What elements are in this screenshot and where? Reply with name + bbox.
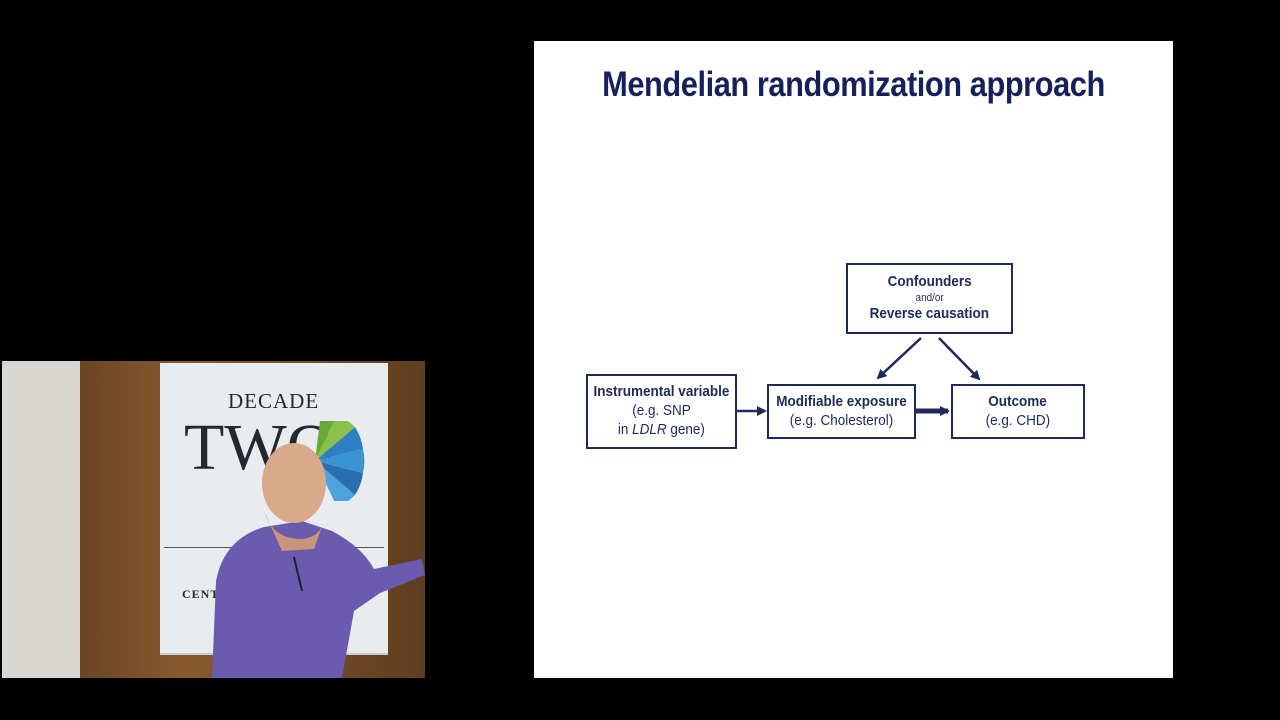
instrumental-variable-box: Instrumental variable (e.g. SNP in LDLR … <box>586 374 737 449</box>
banner-decade-text: DECADE <box>228 389 320 413</box>
modifiable-exposure-box: Modifiable exposure (e.g. Cholesterol) <box>767 384 916 439</box>
outcome-label: Outcome <box>988 392 1048 410</box>
outcome-box: Outcome (e.g. CHD) <box>951 384 1085 439</box>
gene-name: LDLR <box>632 420 667 438</box>
speaker-video: DECADE TWO CENTR <box>2 361 425 678</box>
instrument-prefix: in <box>617 420 633 438</box>
reverse-causation-label: Reverse causation <box>869 305 990 323</box>
instrument-example-line1: (e.g. SNP <box>632 402 691 420</box>
instrumental-variable-label: Instrumental variable <box>593 383 730 401</box>
arrow-confounders-to-exposure <box>876 337 922 380</box>
outcome-example: (e.g. CHD) <box>985 411 1051 429</box>
speaker-figure <box>212 443 425 678</box>
confounders-label: Confounders <box>887 272 972 290</box>
exposure-example: (e.g. Cholesterol) <box>789 411 894 429</box>
arrow-confounders-to-outcome <box>938 337 981 381</box>
exposure-label: Modifiable exposure <box>776 392 907 410</box>
slide-title: Mendelian randomization approach <box>602 65 1105 104</box>
confounders-box: Confounders and/or Reverse causation <box>846 263 1013 334</box>
wall <box>2 361 80 678</box>
diagram-arrows <box>737 337 981 416</box>
instrument-example-line2: in LDLR gene) <box>618 421 705 440</box>
confounders-andor: and/or <box>915 291 944 304</box>
instrument-suffix: gene) <box>666 420 706 438</box>
fan-logo-icon <box>315 421 365 501</box>
presentation-slide: Mendelian randomization approach Confoun… <box>534 41 1173 678</box>
